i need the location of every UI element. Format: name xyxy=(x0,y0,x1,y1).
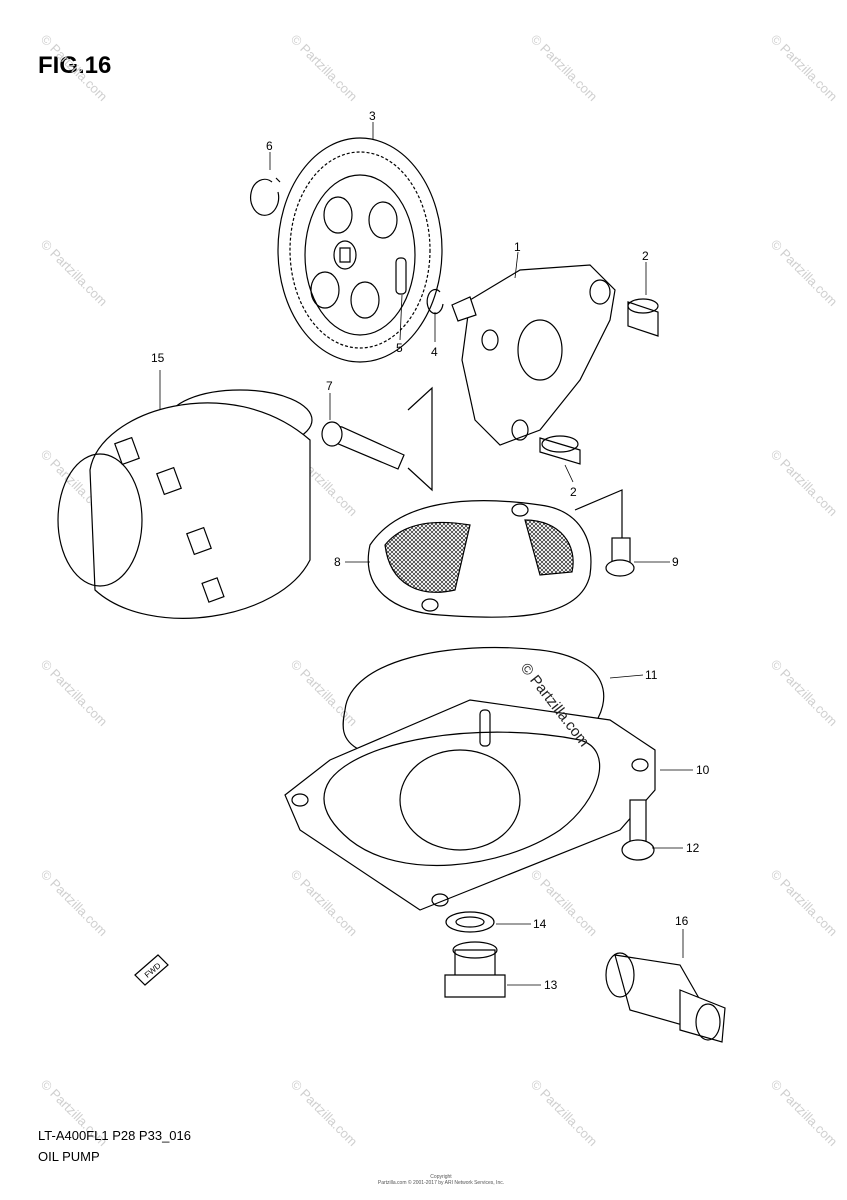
model-code: LT-A400FL1 P28 P33_016 xyxy=(38,1128,191,1143)
callout-5: 5 xyxy=(396,341,403,355)
callout-leaders xyxy=(159,122,693,986)
dowel-pin-part-2-lower[interactable] xyxy=(539,435,581,465)
bolt-part-12[interactable] xyxy=(621,799,655,861)
watermark: © Partzilla.com xyxy=(768,657,841,730)
strainer-screen-part-8[interactable] xyxy=(367,500,592,618)
oil-pan-cover-part-10[interactable] xyxy=(284,699,656,911)
watermark: © Partzilla.com xyxy=(38,867,111,940)
callout-8: 8 xyxy=(334,555,341,569)
washer-part-14[interactable] xyxy=(445,911,495,933)
watermark: © Partzilla.com xyxy=(768,237,841,310)
callout-9: 9 xyxy=(672,555,679,569)
callout-11: 11 xyxy=(645,668,658,682)
fwd-arrow-icon xyxy=(134,954,169,986)
copyright-notice: Copyright Partzilla.com © 2001-2017 by A… xyxy=(377,1174,505,1186)
pin-part-5[interactable] xyxy=(395,257,407,295)
watermark: © Partzilla.com xyxy=(38,237,111,310)
oil-pressure-sensor-part-16[interactable] xyxy=(605,952,726,1043)
clip-part-4[interactable] xyxy=(426,288,444,315)
callout-4: 4 xyxy=(431,345,438,359)
callout-7: 7 xyxy=(326,379,333,393)
watermark: © Partzilla.com xyxy=(768,447,841,520)
watermark: © Partzilla.com xyxy=(288,1077,361,1150)
callout-3: 3 xyxy=(369,109,376,123)
watermark: © Partzilla.com xyxy=(38,657,111,730)
callout-13: 13 xyxy=(544,978,558,992)
callout-16: 16 xyxy=(675,914,689,928)
callout-2-upper: 2 xyxy=(642,249,649,263)
pump-body-part-1[interactable] xyxy=(451,264,616,446)
callout-1: 1 xyxy=(514,240,521,254)
leader-line xyxy=(407,386,433,492)
callout-10: 10 xyxy=(696,763,710,777)
dowel-pin-part-2-upper[interactable] xyxy=(627,298,659,337)
callout-12: 12 xyxy=(686,841,700,855)
watermark: © Partzilla.com xyxy=(288,867,361,940)
watermark: © Partzilla.com xyxy=(288,32,361,105)
figure-title: FIG.16 xyxy=(38,52,112,79)
watermark: © Partzilla.com xyxy=(528,32,601,105)
drain-plug-part-13[interactable] xyxy=(444,941,506,998)
callout-14: 14 xyxy=(533,917,547,931)
watermark: © Partzilla.com xyxy=(768,1077,841,1150)
bolt-part-9[interactable] xyxy=(605,537,635,577)
callout-2-lower: 2 xyxy=(570,485,577,499)
leader-line xyxy=(574,489,623,538)
watermark: © Partzilla.com xyxy=(288,657,361,730)
circlip-part-6[interactable] xyxy=(250,177,281,216)
callout-labels: 1 2 2 3 4 5 6 7 8 9 10 11 12 13 14 15 16 xyxy=(151,109,710,992)
watermark: © Partzilla.com xyxy=(768,32,841,105)
oil-filter-part-15[interactable] xyxy=(57,389,313,619)
assembly-name: OIL PUMP xyxy=(38,1149,100,1164)
watermark: © Partzilla.com xyxy=(38,32,111,105)
watermark: © Partzilla.com xyxy=(528,1077,601,1150)
watermark: © Partzilla.com xyxy=(768,867,841,940)
bolt-part-7[interactable] xyxy=(321,421,405,470)
callout-6: 6 xyxy=(266,139,273,153)
gear-part-3[interactable] xyxy=(277,137,443,363)
callout-15: 15 xyxy=(151,351,165,365)
